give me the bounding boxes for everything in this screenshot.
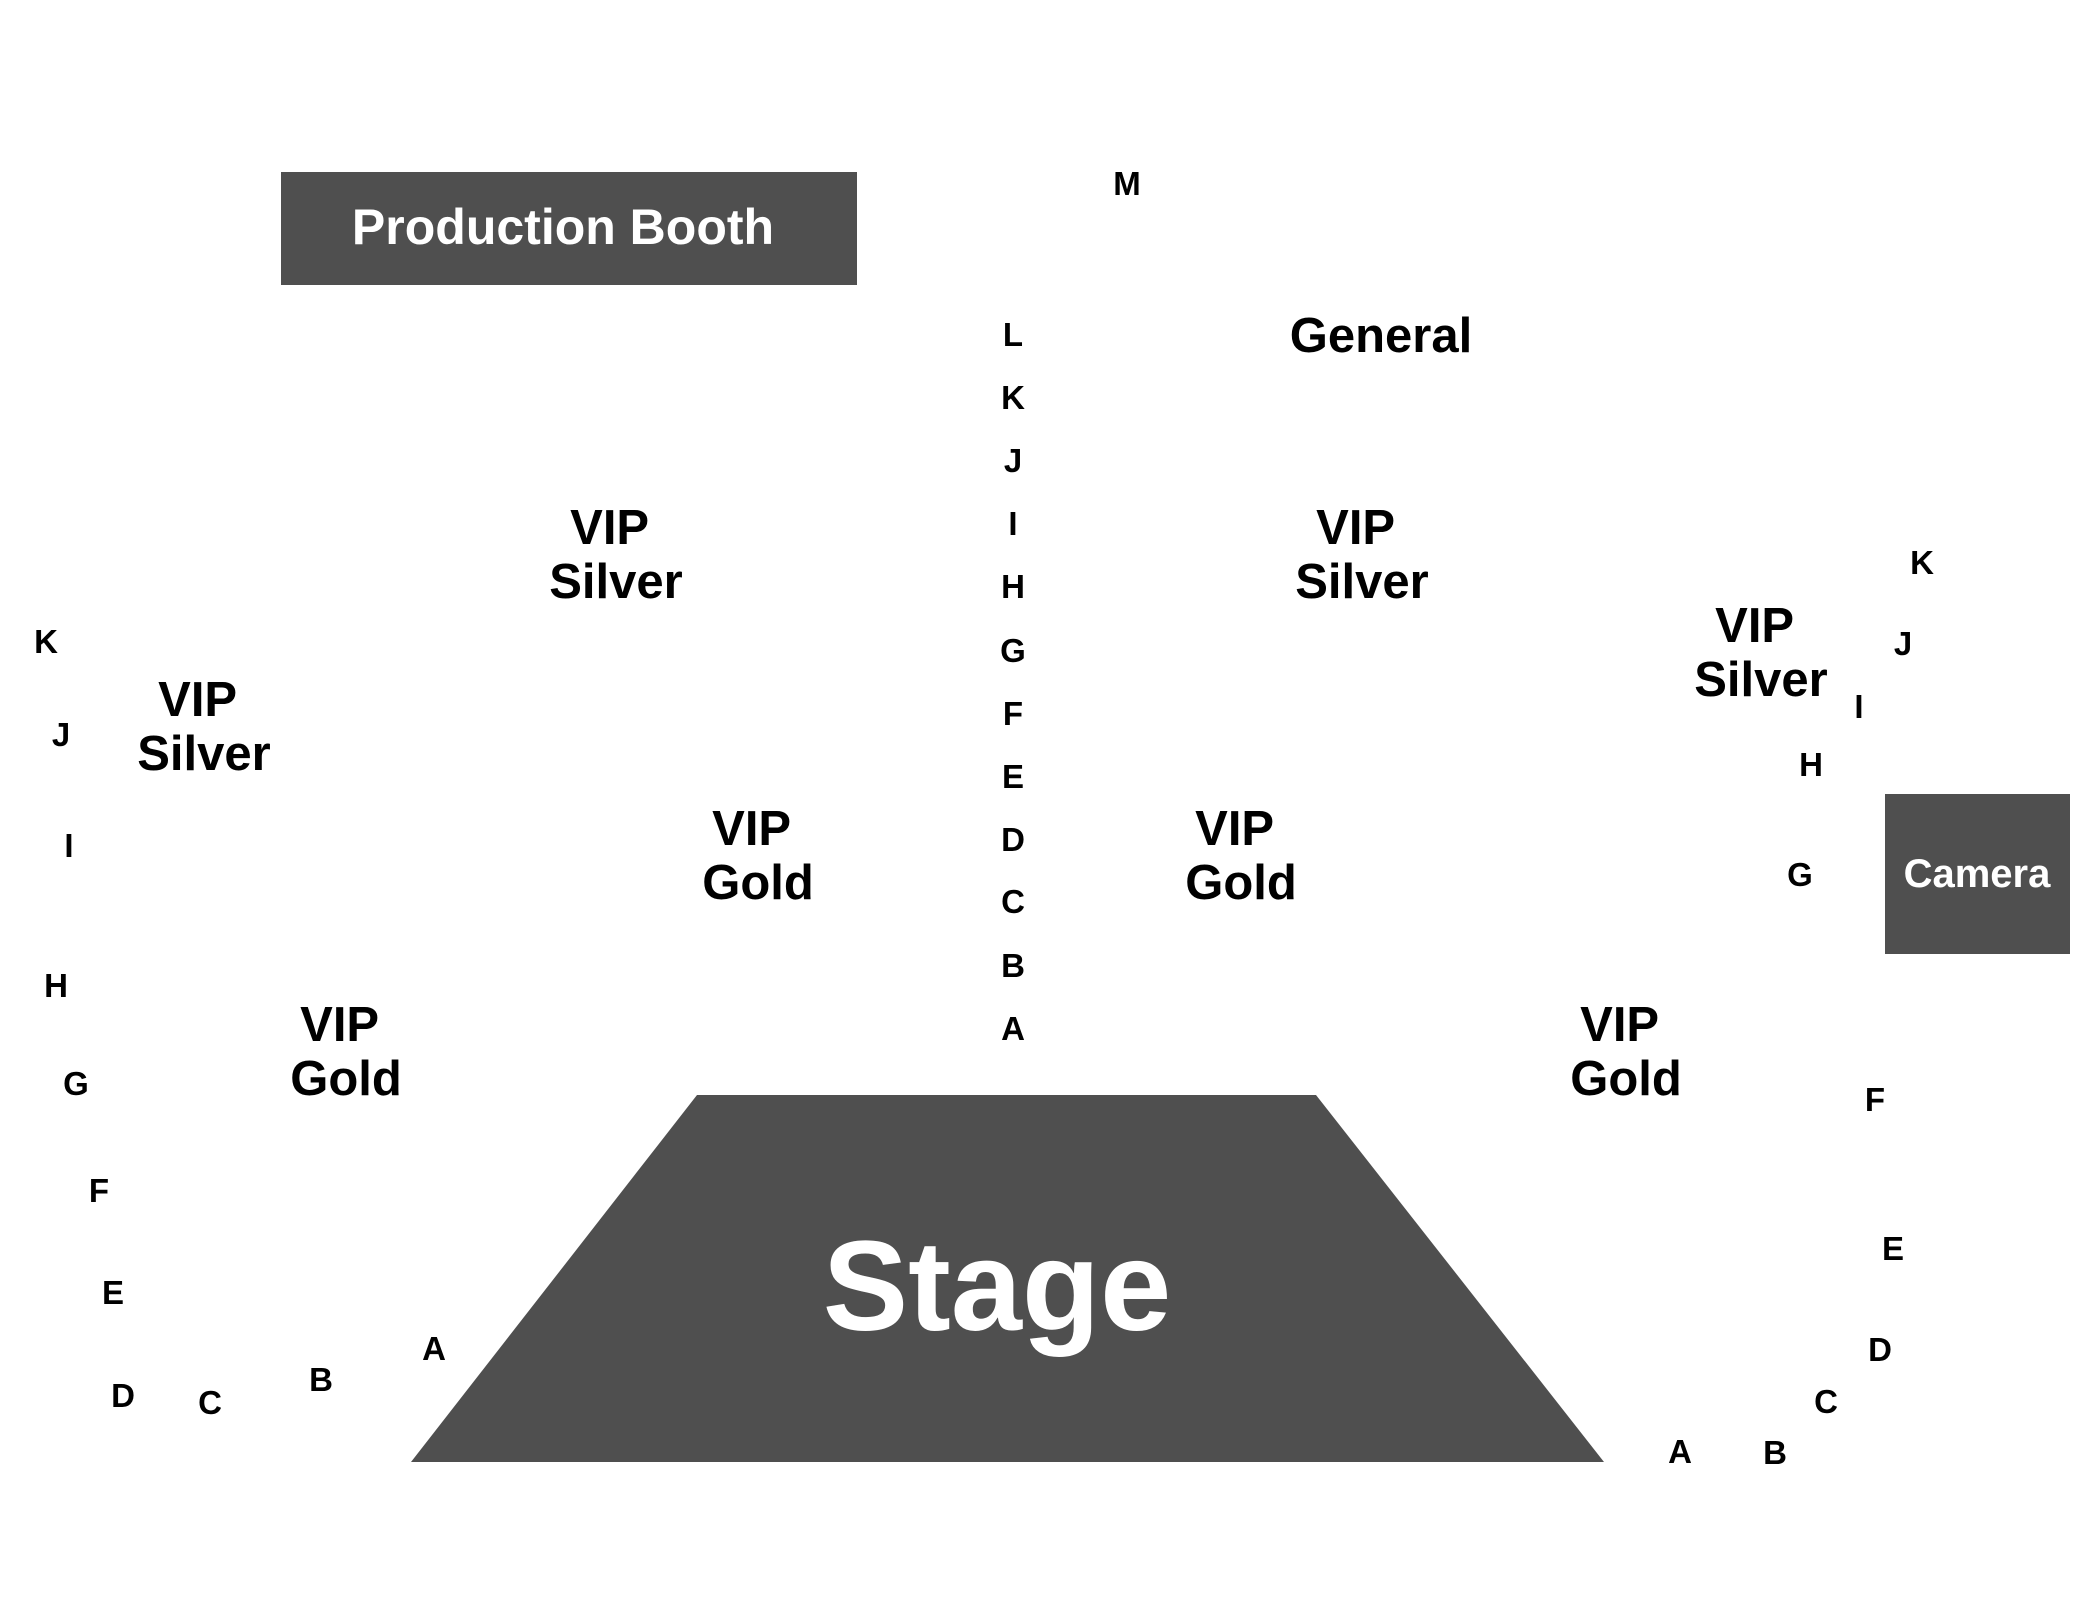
section-tier-line: VIP: [1195, 802, 1273, 856]
row-label-right-j: J: [1894, 625, 1912, 662]
row-label-left-d: D: [111, 1377, 135, 1414]
row-label-left-k: K: [34, 623, 58, 660]
camera-block: [1885, 794, 2070, 954]
row-label-right-c: C: [1814, 1383, 1838, 1420]
section-tier-line: VIP: [570, 501, 648, 555]
row-label-left-a: A: [422, 1330, 446, 1367]
section-level-line: Silver: [1694, 653, 1827, 707]
production-booth-label: Production Booth: [352, 199, 774, 255]
section-level-line: Gold: [1570, 1052, 1682, 1106]
row-label-left-f: F: [89, 1172, 109, 1209]
camera-label: Camera: [1904, 852, 2052, 896]
section-level-line: Silver: [549, 555, 682, 609]
production-booth-block: [281, 172, 857, 285]
row-label-left-i: I: [64, 827, 73, 864]
section-vip-silver-right: VIP Silver: [1694, 599, 1827, 707]
row-label-left-c: C: [198, 1384, 222, 1421]
row-label-right-k: K: [1910, 544, 1934, 581]
left-side-rows: A B C D E F G H I J K: [34, 623, 446, 1421]
section-level-line: Gold: [702, 856, 814, 910]
row-label-center-e: E: [1002, 758, 1024, 795]
section-tier-line: VIP: [1580, 998, 1658, 1052]
row-label-left-j: J: [52, 716, 70, 753]
section-tier-line: VIP: [712, 802, 790, 856]
production-booth: Production Booth: [281, 172, 857, 285]
row-label-center-c: C: [1001, 883, 1025, 920]
section-vip-gold-center-left: VIP Gold: [702, 802, 814, 910]
section-vip-silver-center-left: VIP Silver: [549, 501, 682, 609]
section-vip-gold-center-right: VIP Gold: [1185, 802, 1297, 910]
row-label-right-d: D: [1868, 1331, 1892, 1368]
stage-label: Stage: [823, 1215, 1172, 1358]
row-label-right-f: F: [1865, 1081, 1885, 1118]
right-side-rows: A B C D E F G H I J K: [1668, 544, 1934, 1471]
section-vip-silver-left: VIP Silver: [137, 673, 270, 781]
section-vip-silver-center-right: VIP Silver: [1295, 501, 1428, 609]
section-level-line: Silver: [1295, 555, 1428, 609]
section-level-line: Gold: [290, 1052, 402, 1106]
row-label-right-a: A: [1668, 1433, 1692, 1470]
section-vip-gold-left: VIP Gold: [290, 998, 402, 1106]
row-label-right-i: I: [1854, 688, 1863, 725]
section-tier-line: VIP: [300, 998, 378, 1052]
row-label-general-m: M: [1113, 165, 1141, 202]
row-label-center-i: I: [1008, 505, 1017, 542]
row-label-right-b: B: [1763, 1434, 1787, 1471]
row-label-center-b: B: [1001, 947, 1025, 984]
row-label-center-k: K: [1001, 379, 1025, 416]
row-label-left-g: G: [63, 1065, 89, 1102]
row-label-right-g: G: [1787, 856, 1813, 893]
row-label-right-e: E: [1882, 1230, 1904, 1267]
section-tier-line: VIP: [158, 673, 236, 727]
section-tier-line: VIP: [1715, 599, 1793, 653]
section-general: General: [1290, 309, 1472, 363]
row-label-center-h: H: [1001, 568, 1025, 605]
row-label-center-d: D: [1001, 821, 1025, 858]
row-label-center-j: J: [1004, 442, 1022, 479]
center-aisle-rows: A B C D E F G H I J K L: [1000, 316, 1026, 1047]
stage-block: [411, 1095, 1604, 1462]
section-level-line: Silver: [137, 727, 270, 781]
row-label-right-h: H: [1799, 746, 1823, 783]
row-label-left-e: E: [102, 1274, 124, 1311]
section-tier-line: VIP: [1316, 501, 1394, 555]
row-label-left-b: B: [309, 1361, 333, 1398]
stage: Stage: [411, 1095, 1604, 1462]
row-label-left-h: H: [44, 967, 68, 1004]
row-label-center-a: A: [1001, 1010, 1025, 1047]
row-label-center-f: F: [1003, 695, 1023, 732]
section-vip-gold-right: VIP Gold: [1570, 998, 1682, 1106]
section-level-line: Gold: [1185, 856, 1297, 910]
row-label-center-g: G: [1000, 632, 1026, 669]
row-label-center-l: L: [1003, 316, 1023, 353]
camera-position: Camera: [1885, 794, 2070, 954]
